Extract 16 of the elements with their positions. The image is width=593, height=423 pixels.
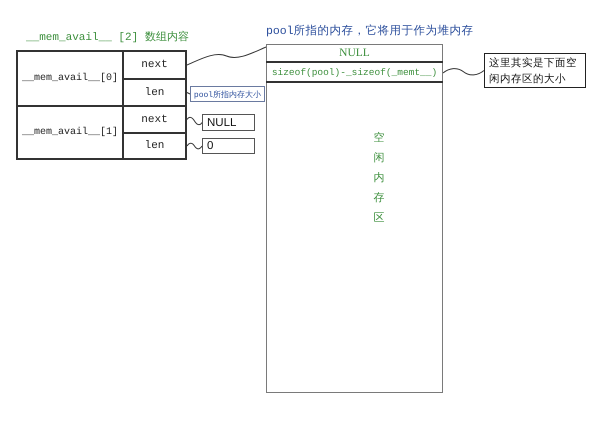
header-field: sizeof(pool)-_sizeof(_memt__) — [266, 63, 443, 83]
value-box: NULL — [202, 114, 255, 131]
index-label: __mem_avail__[1] — [20, 126, 119, 140]
leader-line — [442, 68, 484, 76]
leader-line — [186, 116, 202, 126]
index-label: __mem_avail__[0] — [20, 72, 119, 86]
value-box: 0 — [202, 138, 255, 154]
value-box: pool所指内存大小 — [190, 86, 265, 102]
table-heading: __mem_avail__ [2] 数组内容 — [26, 30, 189, 46]
leader-line — [186, 142, 202, 150]
memory-heading: pool所指的内存，它将用于作为堆内存 — [266, 24, 474, 40]
leader-line — [186, 46, 266, 66]
note-box: 这里其实是下面空闲内存区的大小 — [484, 53, 586, 88]
leader-line — [186, 92, 190, 94]
region-label: 空闲内存区 — [373, 130, 385, 226]
header-field: NULL — [266, 44, 443, 63]
